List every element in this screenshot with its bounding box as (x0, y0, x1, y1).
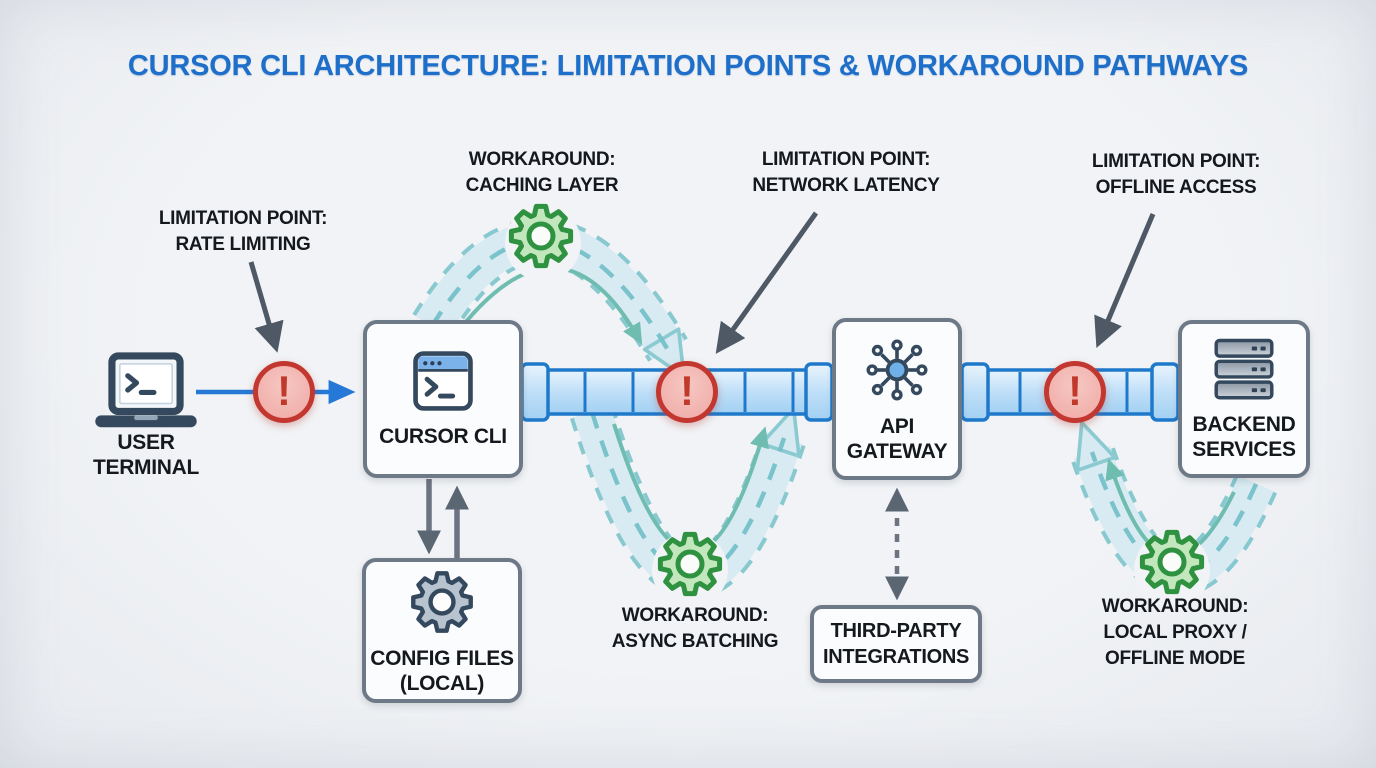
backend-services-node: BACKEND SERVICES (1178, 320, 1310, 478)
page-title: CURSOR CLI ARCHITECTURE: LIMITATION POIN… (127, 50, 1249, 82)
network-hub-icon (866, 339, 928, 401)
label-workaround-async: WORKAROUND: ASYNC BATCHING (611, 605, 779, 652)
rate-limiting-pointer-arrow (248, 261, 284, 353)
cursor-cli-node: CURSOR CLI (363, 320, 523, 478)
network-latency-pointer-arrow (715, 211, 819, 354)
label-workaround-caching: WORKAROUND: CACHING LAYER (465, 149, 619, 196)
label-limitation-network-latency: LIMITATION POINT: NETWORK LATENCY (752, 149, 940, 196)
label-limitation-rate-limiting: LIMITATION POINT: RATE LIMITING (158, 208, 328, 255)
laptop-terminal-icon (95, 352, 197, 428)
warning-icon-rate-limiting: ! (253, 361, 315, 423)
api-gateway-label: API GATEWAY (846, 415, 948, 463)
server-stack-icon (1214, 338, 1274, 400)
third-party-label: THIRD-PARTY INTEGRATIONS (822, 620, 970, 668)
third-party-node: THIRD-PARTY INTEGRATIONS (810, 605, 982, 683)
cursor-cli-label: CURSOR CLI (379, 424, 507, 448)
api-gateway-node: API GATEWAY (832, 318, 962, 480)
warning-icon-network-latency: ! (656, 361, 718, 423)
config-files-label: CONFIG FILES (LOCAL) (370, 647, 514, 695)
terminal-window-icon (413, 350, 473, 411)
backend-services-label: BACKEND SERVICES (1192, 412, 1296, 461)
proxy-gear-icon (1139, 529, 1205, 595)
caching-gear-icon (508, 203, 574, 269)
offline-access-pointer-arrow (1094, 213, 1156, 348)
label-workaround-local-proxy: WORKAROUND: LOCAL PROXY / OFFLINE MODE (1101, 596, 1249, 669)
label-limitation-offline-access: LIMITATION POINT: OFFLINE ACCESS (1091, 151, 1261, 198)
config-gear-icon (411, 571, 473, 633)
config-files-node: CONFIG FILES (LOCAL) (362, 558, 522, 703)
async-gear-icon (657, 531, 723, 597)
user-terminal-label: USER TERMINAL (92, 431, 200, 479)
warning-icon-offline-access: ! (1044, 361, 1106, 423)
